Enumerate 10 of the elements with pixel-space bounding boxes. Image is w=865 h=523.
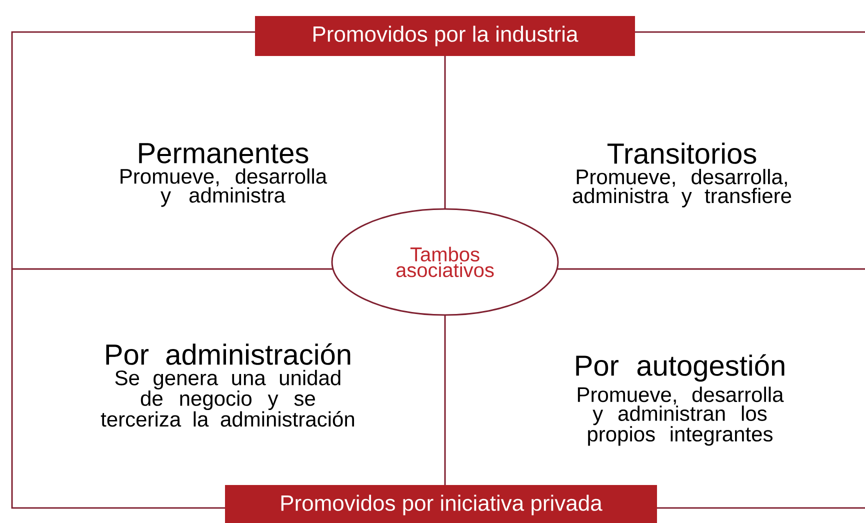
quadrant-text: Se genera una unidad de negocio y se terceriza la administración: [100, 370, 354, 427]
quadrant-heading: Transitorios: [607, 142, 756, 164]
quadrant-heading: Por administración: [106, 343, 350, 365]
banner-box: Promovidos por iniciativa privada: [225, 485, 657, 523]
quadrant-text: Promueve, desarrolla y administra: [120, 168, 328, 207]
quadrant-heading: Permanentes: [139, 143, 308, 164]
banner-box: Promovidos por la industria: [255, 16, 635, 56]
quadrant-text: Promueve, desarrolla, administra y transfiere: [572, 168, 792, 208]
quadrant-heading: Por autogestión: [576, 354, 784, 382]
quadrant-text: Promueve, desarrolla y administran los propios integrantes: [578, 386, 784, 446]
